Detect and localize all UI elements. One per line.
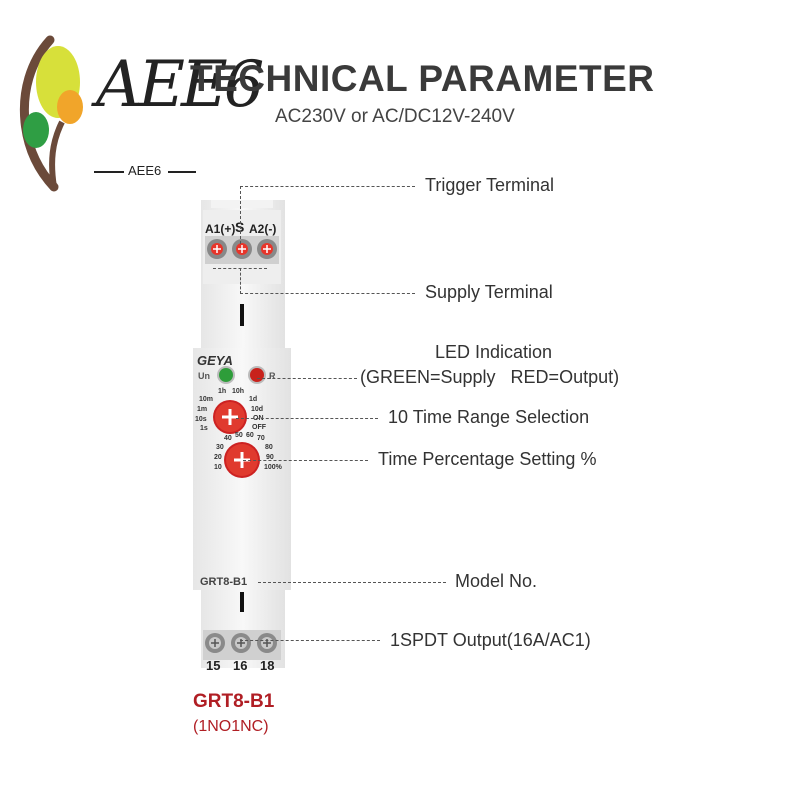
terminal-label-a2: A2(-) (249, 222, 277, 236)
dial-mark: 50 (235, 432, 243, 439)
supply-leader-vertical (240, 268, 241, 294)
trigger-leader (240, 186, 415, 187)
led-label-un: Un (198, 371, 210, 381)
dial-mark: 1m (197, 406, 208, 413)
callout-led-title: LED Indication (435, 342, 553, 362)
model-contacts: (1NO1NC) (193, 718, 269, 735)
logo-mark: AEE6 (96, 48, 264, 122)
screw-icon (207, 239, 227, 259)
terminal-label-18: 18 (260, 658, 275, 673)
callout-output: 1SPDT Output(16A/AC1) (390, 630, 591, 650)
dial-mark: 1h (218, 388, 227, 395)
led-label-r: R (269, 371, 276, 381)
terminal-label-16: 16 (233, 658, 248, 673)
callout-supply-terminal: Supply Terminal (425, 282, 553, 302)
brand-logo: GEYA (197, 353, 233, 368)
dial-mark: 10h (232, 388, 245, 395)
screw-icon (257, 239, 277, 259)
dial-mark: 10 (214, 464, 222, 471)
screw-icon (232, 239, 252, 259)
dial-mark: 70 (257, 435, 265, 442)
callout-time-range: 10 Time Range Selection (388, 407, 590, 427)
top-screws (207, 239, 277, 259)
screw-icon (257, 633, 277, 653)
model-plate: GRT8-B1 (200, 576, 248, 588)
time-percent-leader (243, 460, 368, 461)
model-name: GRT8-B1 (193, 691, 275, 712)
dial-mark: 10d (251, 406, 264, 413)
supply-leader (240, 293, 415, 294)
screw-icon (231, 633, 251, 653)
bottom-screws (205, 633, 277, 653)
dial-mark: 10m (199, 396, 214, 403)
green-led-icon (219, 368, 233, 382)
dial-mark: 1d (249, 396, 258, 403)
terminal-label-s: S (235, 219, 245, 235)
logo-caption: AEE6 (128, 163, 162, 178)
time-range-knob[interactable] (215, 402, 245, 432)
model-leader (258, 582, 446, 583)
led-leader (257, 378, 357, 379)
screw-icon (205, 633, 225, 653)
callout-trigger-terminal: Trigger Terminal (425, 175, 555, 195)
dial-mark: 90 (266, 454, 274, 461)
terminal-label-a1: A1(+) (205, 222, 236, 236)
terminal-label-15: 15 (206, 658, 221, 673)
dial-mark: 40 (224, 435, 232, 442)
callout-model-no: Model No. (455, 571, 538, 591)
logo-line-left (94, 171, 124, 173)
dial-mark: 80 (265, 444, 273, 451)
logo-tree-icon (19, 35, 83, 192)
dial-mark: 60 (246, 432, 254, 439)
page-subtitle: AC230V or AC/DC12V-240V (275, 106, 515, 127)
dial-mark: 10s (195, 416, 207, 423)
dial-mark: OFF (252, 424, 266, 431)
callout-led-detail: (GREEN=Supply RED=Output) (360, 367, 620, 387)
logo-line-right (168, 171, 196, 173)
page-title: TECHNICAL PARAMETER (190, 58, 655, 99)
dial-mark: 1s (200, 425, 208, 432)
dial-mark: 20 (214, 454, 222, 461)
dial-mark: 30 (216, 444, 224, 451)
dial-mark: 100% (264, 464, 282, 471)
output-leader (240, 640, 380, 641)
time-range-leader (236, 418, 378, 419)
trigger-leader-vertical (240, 186, 241, 244)
knob-cross-icon (222, 409, 238, 425)
callout-time-percent: Time Percentage Setting % (378, 449, 597, 469)
logo (10, 22, 210, 192)
red-led-icon (250, 368, 264, 382)
